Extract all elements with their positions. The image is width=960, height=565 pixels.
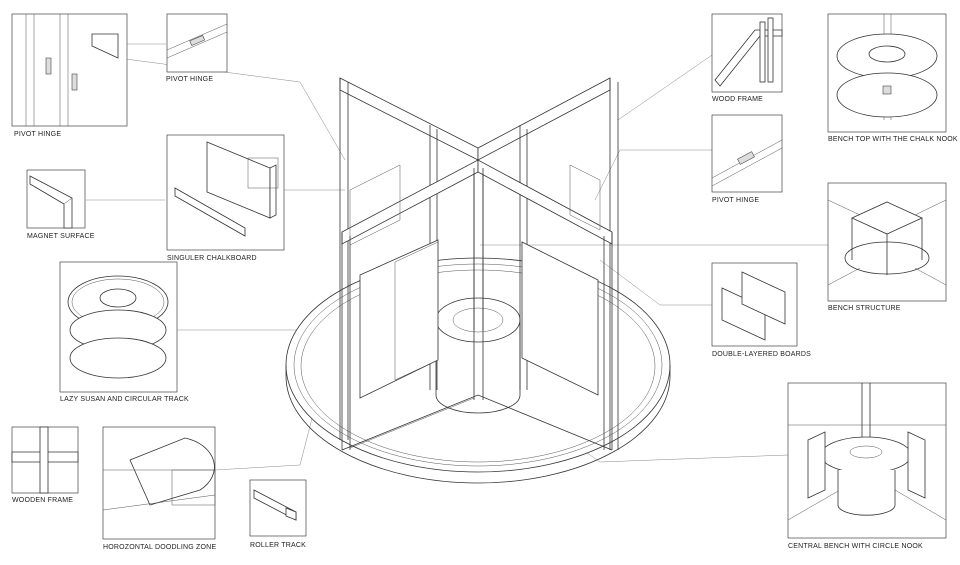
- label-roller-track: ROLLER TRACK: [250, 542, 306, 549]
- label-central-bench: CENTRAL BENCH WITH CIRCLE NOOK: [788, 543, 923, 550]
- detail-double-layered-boards: [711, 262, 798, 347]
- detail-bench-structure: [827, 182, 947, 302]
- detail-pivot-hinge-right: [711, 114, 783, 193]
- platform-top: [285, 257, 671, 473]
- label-pivot-hinge-top: PIVOT HINGE: [166, 76, 214, 83]
- detail-lazy-susan: [59, 261, 178, 393]
- label-pivot-hinge-left: PIVOT HINGE: [14, 131, 62, 138]
- label-lazy-susan: LAZY SUSAN AND CIRCULAR TRACK: [60, 396, 189, 403]
- platform-edge: [285, 365, 671, 484]
- detail-bench-top: [827, 13, 947, 133]
- label-wood-frame: WOOD FRAME: [712, 96, 763, 103]
- detail-roller-track: [249, 479, 307, 537]
- label-pivot-hinge-right: PIVOT HINGE: [712, 197, 760, 204]
- detail-pivot-hinge-top: [166, 13, 228, 73]
- detail-wood-frame: [711, 13, 783, 93]
- label-magnet-surface: MAGNET SURFACE: [27, 233, 95, 240]
- detail-wooden-frame: [11, 426, 79, 494]
- label-double-layered: DOUBLE-LAYERED BOARDS: [712, 351, 811, 358]
- label-wooden-frame: WOODEN FRAME: [12, 497, 74, 504]
- detail-singuler-chalkboard: [166, 134, 285, 251]
- label-horizontal-doodling: HOROZONTAL DOODLING ZONE: [103, 544, 217, 551]
- label-bench-structure: BENCH STRUCTURE: [828, 305, 901, 312]
- detail-pivot-hinge-left: [11, 13, 128, 127]
- central-structure: [285, 77, 671, 484]
- label-singuler-chalkboard: SINGULER CHALKBOARD: [167, 255, 257, 262]
- detail-magnet-surface: [26, 169, 86, 229]
- detail-central-bench: [787, 382, 947, 539]
- label-bench-top: BENCH TOP WITH THE CHALK NOOK: [828, 136, 958, 143]
- detail-doodling-zone: [102, 426, 216, 540]
